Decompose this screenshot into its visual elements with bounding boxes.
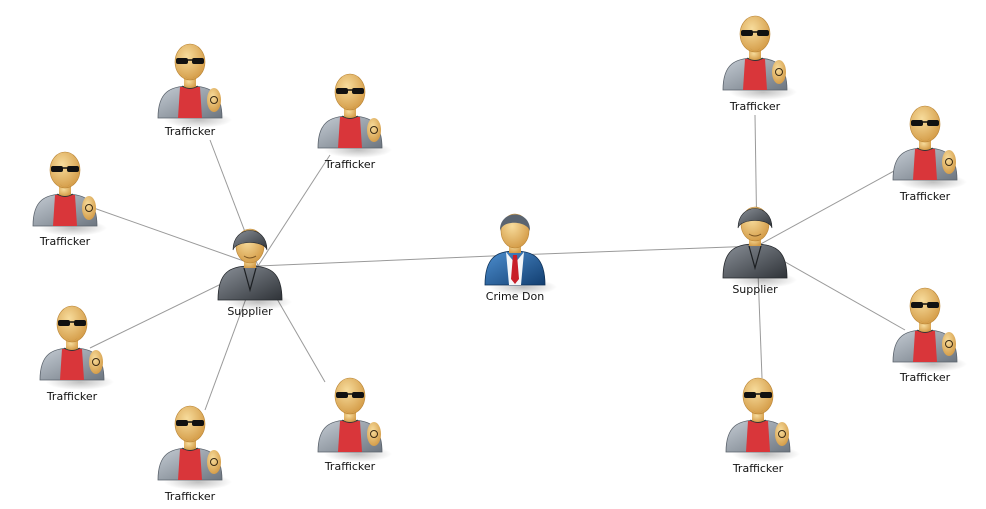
- trafficker-icon: [157, 405, 232, 490]
- trafficker-icon: [32, 151, 107, 236]
- trafficker-icon: [317, 377, 392, 462]
- crime-don-label: Crime Don: [486, 290, 544, 303]
- trafficker-node[interactable]: Trafficker: [892, 105, 967, 203]
- trafficker-label: Trafficker: [164, 125, 216, 138]
- crime-don-icon: [484, 213, 557, 295]
- trafficker-label: Trafficker: [324, 460, 376, 473]
- trafficker-node[interactable]: Trafficker: [892, 287, 967, 384]
- trafficker-label: Trafficker: [46, 390, 98, 403]
- trafficker-icon: [892, 105, 967, 190]
- trafficker-icon: [157, 43, 232, 128]
- trafficker-node[interactable]: Trafficker: [39, 305, 114, 403]
- trafficker-node[interactable]: Trafficker: [725, 377, 800, 475]
- edge-don-sup_l: [257, 254, 516, 267]
- trafficker-icon: [892, 287, 967, 372]
- trafficker-label: Trafficker: [729, 100, 781, 113]
- trafficker-icon: [317, 73, 392, 158]
- trafficker-node[interactable]: Trafficker: [317, 377, 392, 473]
- edge-don-sup_r: [514, 245, 758, 256]
- supplier-node[interactable]: Supplier: [217, 228, 292, 318]
- crime-don-node[interactable]: Crime Don: [484, 213, 557, 303]
- supplier-icon: [217, 228, 292, 310]
- trafficker-icon: [722, 15, 797, 100]
- trafficker-icon: [39, 305, 114, 390]
- trafficker-label: Trafficker: [732, 462, 784, 475]
- supplier-label: Supplier: [227, 305, 273, 318]
- edge-sup_l-t2: [257, 154, 331, 267]
- trafficker-label: Trafficker: [899, 371, 951, 384]
- edge-sup_l-t3: [87, 205, 259, 267]
- trafficker-label: Trafficker: [324, 158, 376, 171]
- trafficker-node[interactable]: Trafficker: [157, 43, 232, 138]
- node-layer: Crime DonSupplierSupplierTraffickerTraff…: [32, 15, 967, 503]
- trafficker-label: Trafficker: [39, 235, 91, 248]
- trafficker-node[interactable]: Trafficker: [722, 15, 797, 113]
- supplier-node[interactable]: Supplier: [722, 206, 797, 296]
- trafficker-node[interactable]: Trafficker: [32, 151, 107, 248]
- trafficker-icon: [725, 377, 800, 462]
- edge-sup_r-t8: [756, 164, 906, 247]
- supplier-label: Supplier: [732, 283, 778, 296]
- trafficker-label: Trafficker: [164, 490, 216, 503]
- trafficker-node[interactable]: Trafficker: [317, 73, 392, 171]
- trafficker-node[interactable]: Trafficker: [157, 405, 232, 503]
- trafficker-label: Trafficker: [899, 190, 951, 203]
- supplier-icon: [722, 206, 797, 288]
